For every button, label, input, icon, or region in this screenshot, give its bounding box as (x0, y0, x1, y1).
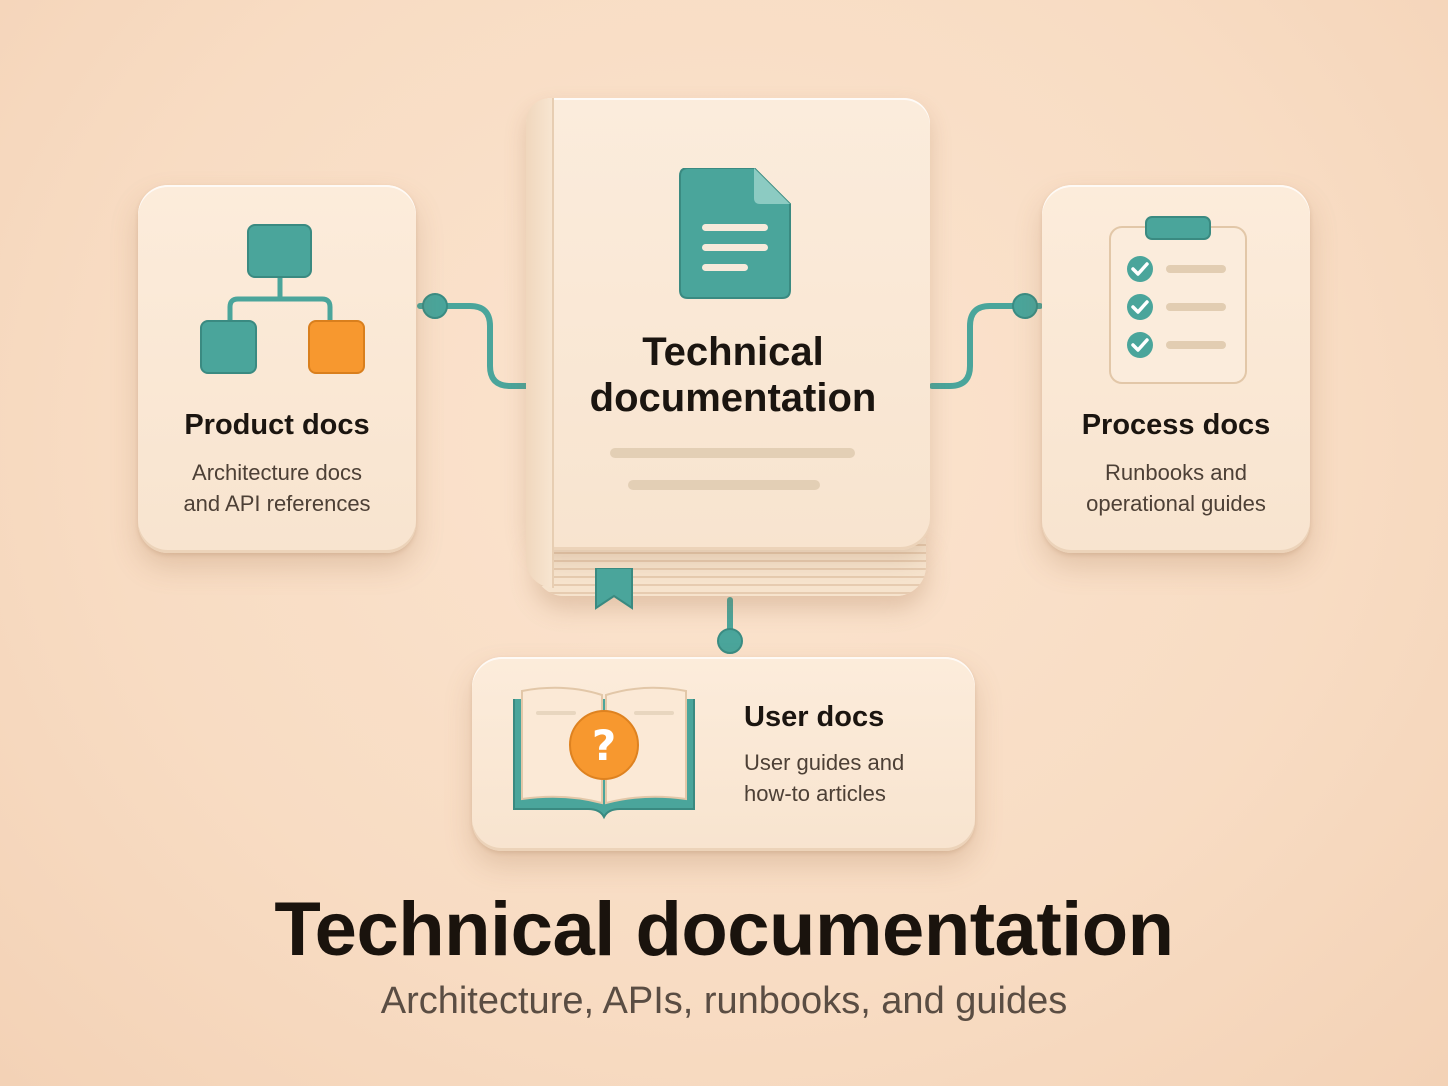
technical-documentation-book: Technical documentation (526, 98, 930, 610)
connector-node-user (717, 628, 743, 654)
user-docs-title: User docs (744, 701, 885, 733)
product-docs-card: Product docs Architecture docs and API r… (138, 185, 416, 553)
product-docs-desc-line2: and API references (183, 491, 371, 516)
process-docs-title: Process docs (1081, 409, 1271, 441)
center-title-line2: documentation (589, 376, 877, 420)
user-docs-desc-line2: how-to articles (744, 781, 886, 806)
process-docs-card: Process docs Runbooks and operational gu… (1042, 185, 1310, 553)
bookmark-icon (595, 568, 633, 610)
connector-process (929, 303, 1043, 389)
product-docs-title: Product docs (184, 409, 370, 441)
footer-subheading: Architecture, APIs, runbooks, and guides (380, 980, 1068, 1022)
hierarchy-diagram-icon (200, 224, 365, 374)
open-book-question-icon: ? (513, 686, 695, 820)
process-docs-desc-line2: operational guides (1086, 491, 1266, 516)
document-icon (679, 168, 791, 299)
connector-node-product (422, 293, 448, 319)
svg-text:?: ? (592, 721, 616, 770)
center-title-line1: Technical (642, 330, 824, 374)
checklist-clipboard-icon (1109, 216, 1247, 384)
user-docs-card: ? User docs User guides and how-to artic… (472, 657, 975, 851)
connector-product (417, 303, 531, 389)
process-docs-desc-line1: Runbooks and (1105, 460, 1247, 485)
book-spine (526, 98, 554, 588)
placeholder-line-2 (628, 480, 820, 490)
connector-node-process (1012, 293, 1038, 319)
user-docs-desc-line1: User guides and (744, 750, 905, 775)
product-docs-desc-line1: Architecture docs (192, 460, 362, 485)
placeholder-line-1 (610, 448, 855, 458)
footer-heading: Technical documentation (274, 887, 1174, 972)
